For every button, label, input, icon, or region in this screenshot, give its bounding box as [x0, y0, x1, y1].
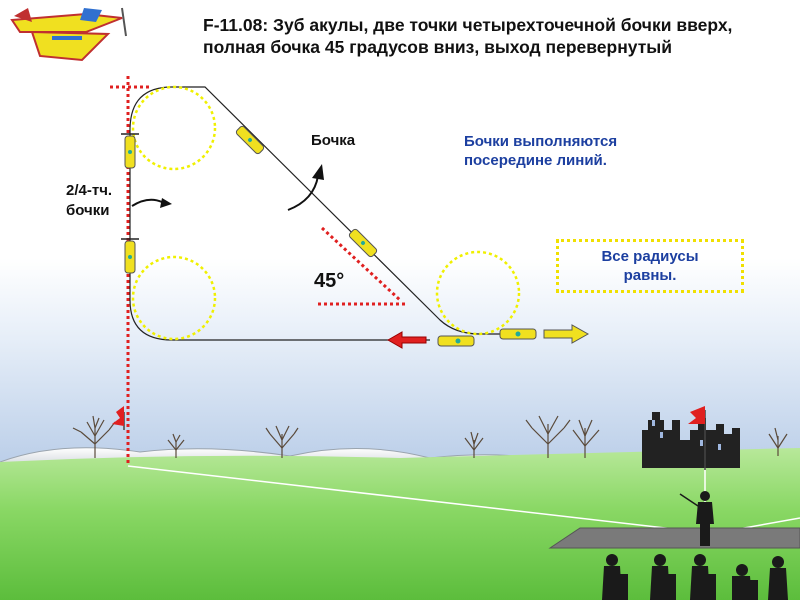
roll-curve-arrowhead-middle — [312, 164, 324, 180]
pilot-silhouette-icon — [679, 491, 714, 546]
red-flag-icon-right — [688, 406, 706, 470]
red-flag-icon — [112, 406, 125, 430]
equal-radii-line1: Все радиусы — [601, 248, 699, 265]
equal-radii-box: Все радиусы равны. — [556, 239, 744, 293]
red-arrow-left-icon — [386, 331, 427, 349]
ground — [0, 448, 800, 600]
trees — [72, 415, 788, 458]
judges-silhouette-icon — [602, 554, 788, 600]
roll-curve-arrowhead-left — [160, 198, 172, 208]
roll-curve-arrow-left — [131, 198, 163, 207]
partial-rolls-label-line2: бочки — [66, 202, 110, 219]
pilot-platform-pad — [548, 527, 800, 549]
sky — [0, 0, 800, 470]
castle-silhouette-icon — [642, 412, 740, 468]
plane-vertical-upper — [121, 133, 139, 169]
flight-path — [129, 86, 530, 335]
rolls-note-line2: посередине линий. — [464, 152, 607, 169]
field-line-left — [127, 465, 701, 533]
plane-diagonal-upper — [235, 125, 265, 155]
plane-exit-right — [499, 328, 537, 340]
rolls-note-line1: Бочки выполняются — [464, 133, 618, 150]
partial-rolls-label-line1: 2/4-тч. — [66, 182, 113, 199]
yellow-arrow-right-icon — [543, 324, 590, 344]
equal-radii-line2: равны. — [623, 267, 677, 284]
roll-curve-arrow-middle — [287, 175, 319, 211]
bottom-left-arc — [129, 299, 173, 341]
angle-label: 45° — [314, 270, 345, 292]
diagram-title: F-11.08: Зуб акулы, две точки четырехточ… — [203, 15, 733, 57]
aerobatic-plane-icon — [10, 7, 127, 62]
plane-exit-left — [437, 335, 475, 347]
roll-label: Бочка — [311, 132, 356, 149]
plane-vertical-lower — [121, 238, 139, 274]
radius-circles — [131, 85, 521, 341]
plane-diagonal-lower — [348, 228, 378, 258]
